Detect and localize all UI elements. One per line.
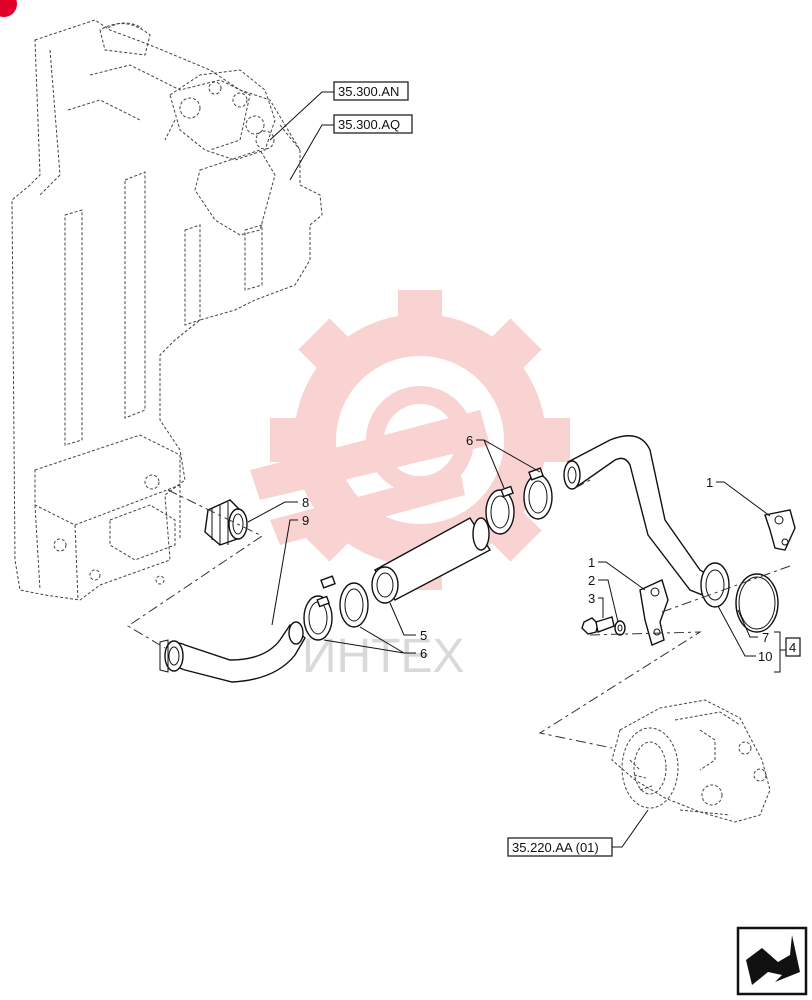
callout-1-lower: 1 [588, 555, 595, 570]
callout-bracket [774, 631, 786, 673]
leader-ref-aa [612, 809, 649, 848]
callout-6-upper: 6 [466, 433, 473, 448]
clamp-lower [303, 575, 369, 641]
ref-box-35-300-an[interactable]: 35.300.AN [333, 81, 409, 101]
watermark-logo [250, 290, 570, 590]
callout-4-box [785, 637, 801, 657]
callout-4: 4 [789, 640, 796, 655]
corner-badge [0, 0, 17, 17]
callout-9: 9 [302, 513, 309, 528]
callout-1-upper: 1 [706, 475, 713, 490]
callout-3: 3 [588, 591, 595, 606]
bolt-part-3 [581, 616, 615, 635]
leader-ref-an [269, 91, 334, 141]
fitting-part-8 [204, 499, 248, 546]
next-page-arrow-icon[interactable] [736, 926, 808, 996]
flange-half-part-1-lower [639, 579, 669, 646]
callout-8: 8 [302, 495, 309, 510]
pump [611, 699, 771, 823]
callout-10: 10 [758, 649, 772, 664]
assembly-center-lines [127, 479, 791, 749]
ref-box-35-220-aa[interactable]: 35.220.AA (01) [507, 837, 613, 857]
clamp-upper [485, 467, 553, 535]
washer-part-2 [614, 620, 626, 636]
o-ring-part-7 [735, 573, 779, 633]
pipe-part-9 [159, 621, 306, 683]
leader-ref-aq [289, 124, 334, 181]
watermark-text: ИНТЕХ [302, 630, 465, 683]
svg-text:35.220.AA (01): 35.220.AA (01) [512, 840, 599, 855]
callout-5: 5 [420, 628, 427, 643]
callout-7: 7 [762, 630, 769, 645]
flange-half-part-1-upper [764, 509, 796, 551]
callout-2: 2 [588, 573, 595, 588]
callout-6-lower: 6 [420, 646, 427, 661]
ref-box-35-300-aq[interactable]: 35.300.AQ [333, 114, 413, 134]
flange-part-10 [700, 562, 730, 608]
hose-part-5 [371, 517, 491, 604]
svg-text:35.300.AQ: 35.300.AQ [338, 117, 400, 132]
svg-text:35.300.AN: 35.300.AN [338, 84, 399, 99]
tank-frame [11, 19, 323, 601]
